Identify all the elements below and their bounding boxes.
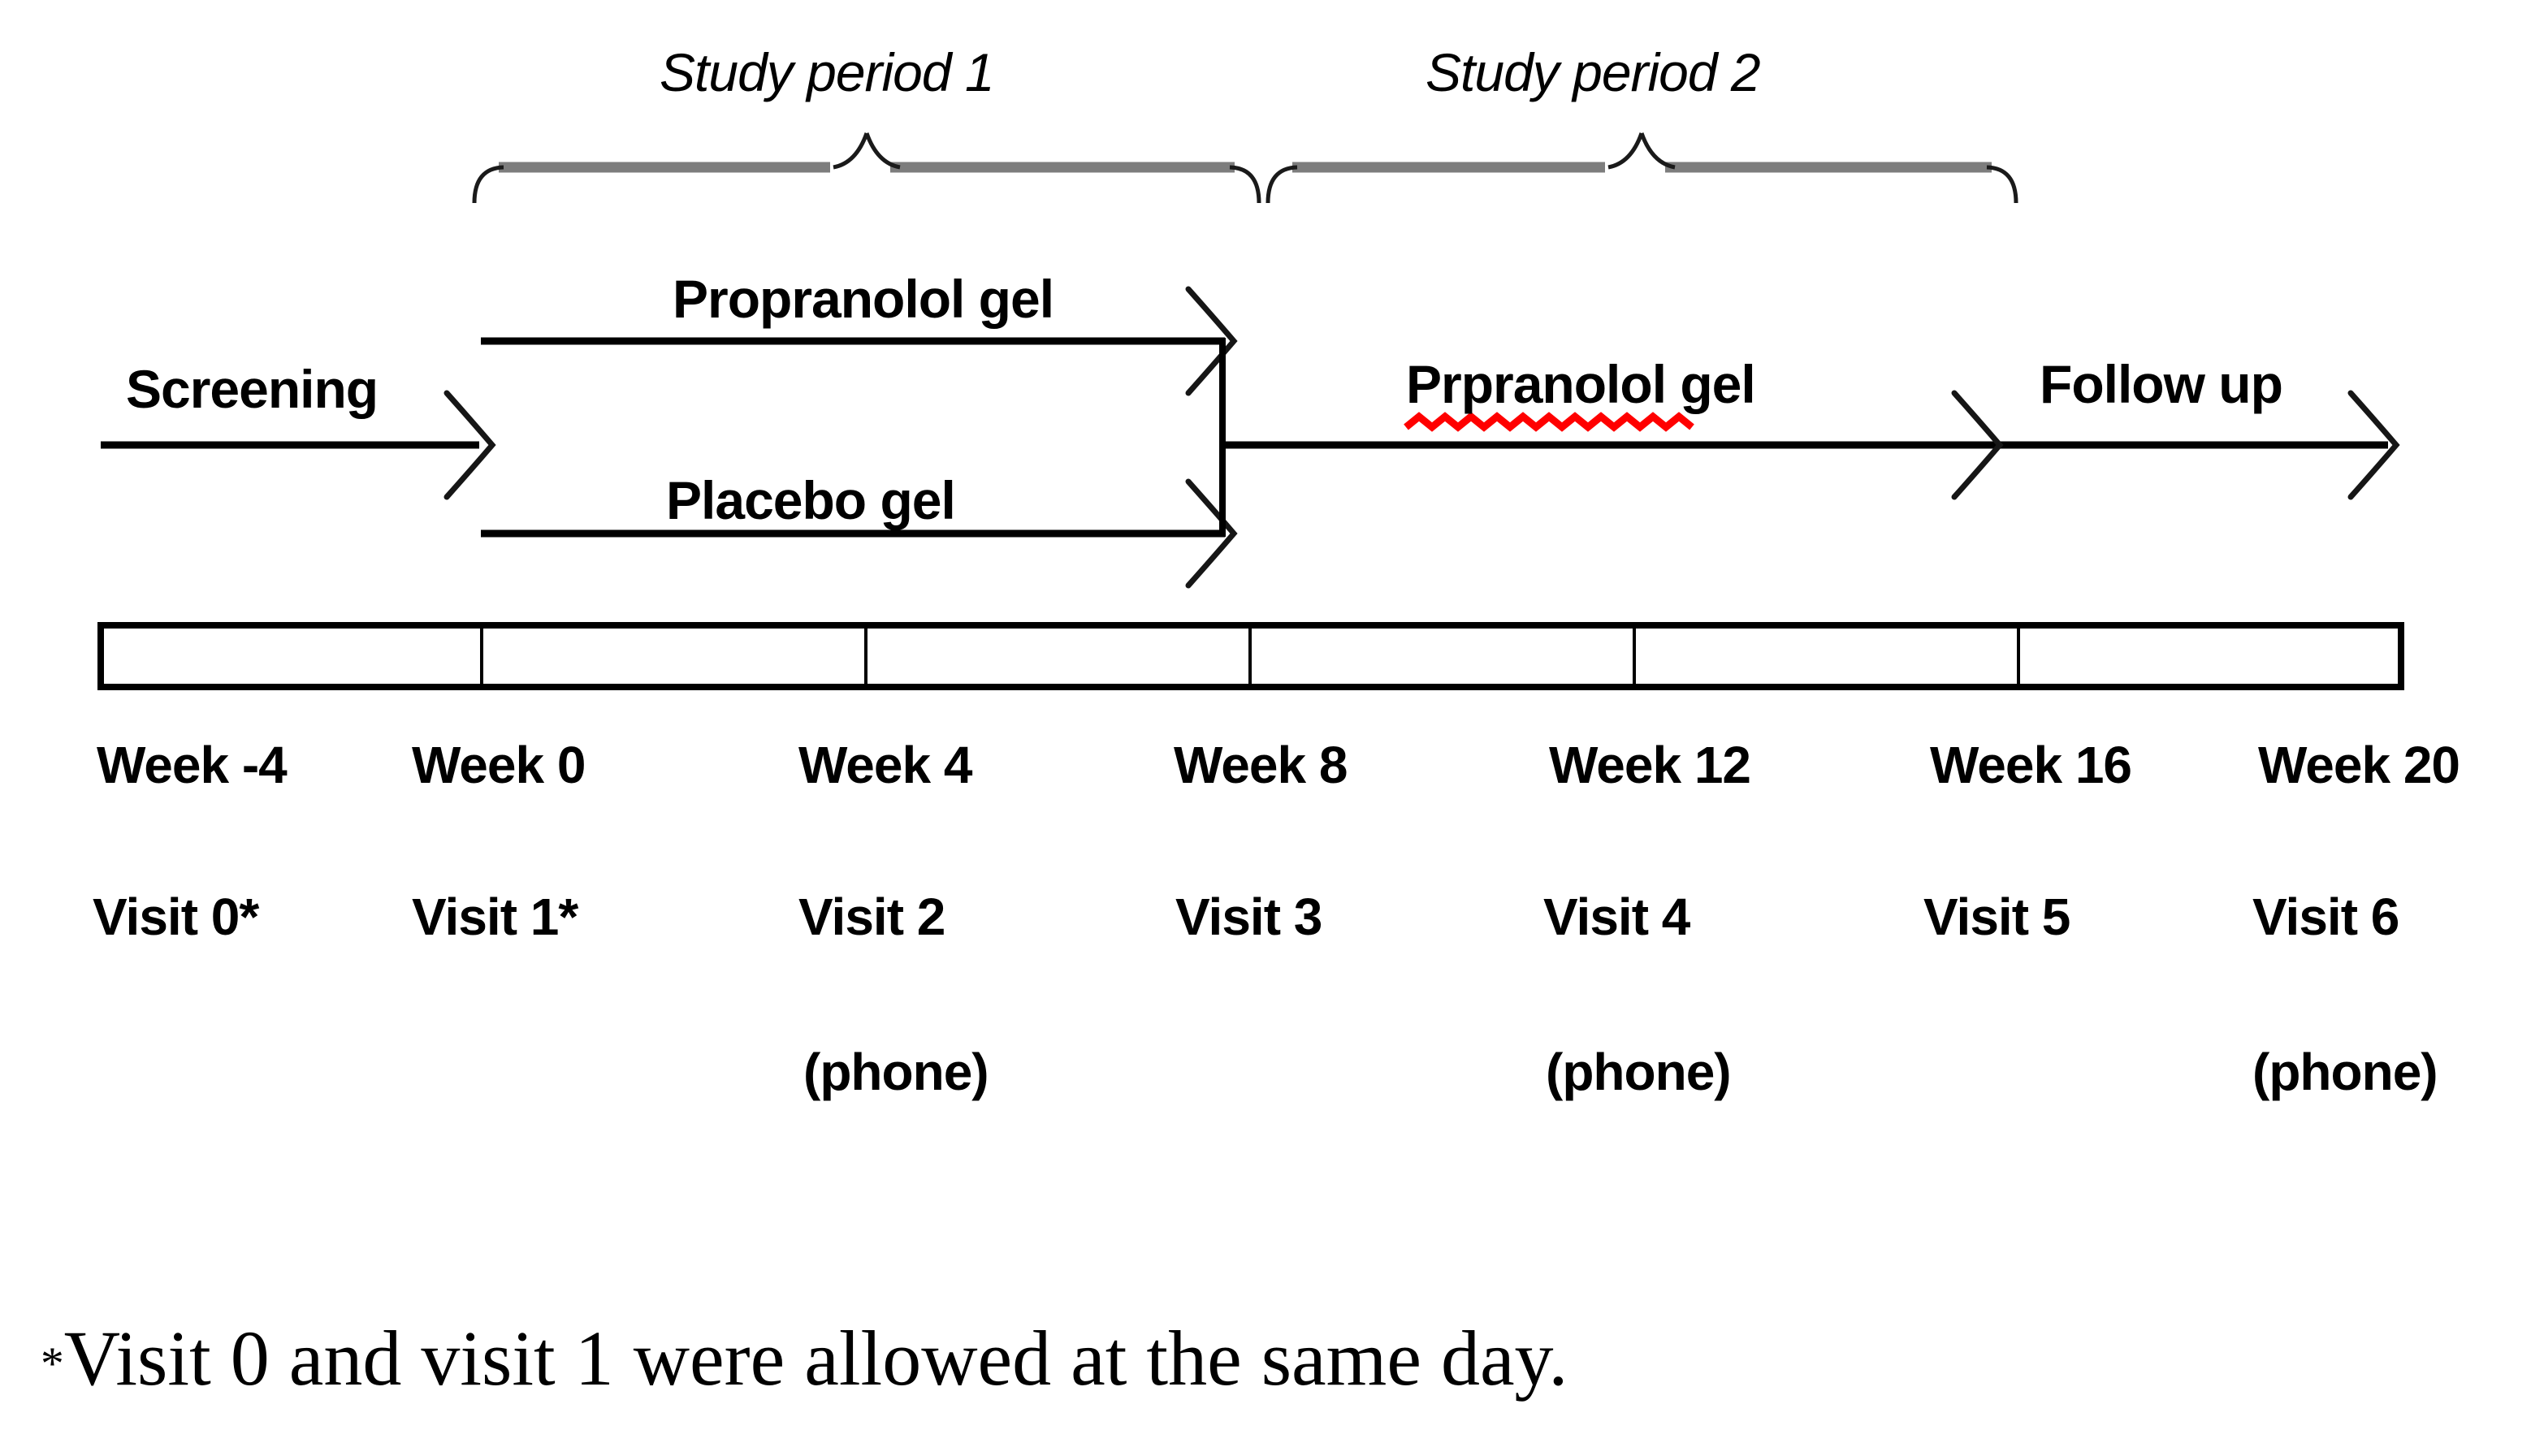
week-label-1: Week 0: [412, 736, 586, 794]
study-period-1-label: Study period 1: [660, 42, 995, 102]
visit-label-1: Visit 1*: [412, 888, 578, 946]
followup-arrowhead-icon: [2347, 390, 2400, 500]
placebo-gel-label: Placebo gel: [666, 470, 956, 530]
placebo-arrowhead-icon: [1185, 478, 1238, 589]
period2-treatment-label: Prpranolol gel: [1406, 354, 1756, 414]
phone-label-visit-6: (phone): [2252, 1043, 2438, 1101]
visit-label-5: Visit 5: [1923, 888, 2070, 946]
footnote-asterisk: *: [41, 1338, 64, 1390]
timeline-bar: [97, 622, 2404, 690]
spellcheck-squiggle: [1404, 412, 1694, 432]
week-label-3: Week 8: [1174, 736, 1348, 794]
visit-label-4: Visit 4: [1543, 888, 1690, 946]
phone-label-visit-2: (phone): [803, 1043, 989, 1101]
visit-label-2: Visit 2: [798, 888, 945, 946]
study-period-2-label: Study period 2: [1426, 42, 1761, 102]
week-label-4: Week 12: [1549, 736, 1751, 794]
propranolol-arrowhead-icon: [1185, 286, 1238, 396]
visit-label-0: Visit 0*: [93, 888, 259, 946]
week-label-6: Week 20: [2258, 736, 2460, 794]
week-label-0: Week -4: [97, 736, 288, 794]
phone-label-visit-4: (phone): [1546, 1043, 1732, 1101]
screening-arrowhead-icon: [443, 390, 496, 500]
screening-label: Screening: [126, 359, 379, 419]
footnote-text: Visit 0 and visit 1 were allowed at the …: [63, 1315, 1568, 1402]
period2-arrowhead-icon: [1951, 390, 2004, 500]
study-period-2-brace: [1266, 132, 2018, 204]
footnote: *Visit 0 and visit 1 were allowed at the…: [41, 1315, 1568, 1402]
week-label-5: Week 16: [1930, 736, 2132, 794]
study-period-1-brace: [472, 132, 1261, 204]
followup-label: Follow up: [2040, 354, 2283, 414]
week-label-2: Week 4: [798, 736, 972, 794]
visit-label-3: Visit 3: [1175, 888, 1322, 946]
visit-label-6: Visit 6: [2252, 888, 2399, 946]
propranolol-gel-label: Propranolol gel: [673, 269, 1054, 329]
